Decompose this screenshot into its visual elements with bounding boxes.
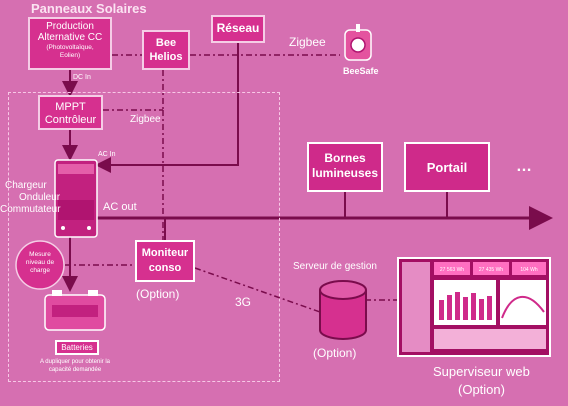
dashboard-tile-2	[473, 262, 509, 275]
dashboard-tile-1	[434, 262, 470, 275]
production-line4: Eolien)	[59, 52, 81, 59]
bornes-line1: Bornes	[324, 151, 366, 165]
portail-box: Portail	[404, 142, 490, 192]
installation-enclosure	[8, 92, 280, 382]
chargeur-line2: Onduleur	[19, 192, 61, 203]
superviseur-line2: (Option)	[458, 382, 505, 397]
mesure-line1: Mesure	[29, 251, 51, 258]
ac-in-label: AC In	[98, 151, 116, 158]
mesure-line3: charge	[30, 267, 50, 274]
line-moniteur-to-serveur	[194, 267, 321, 313]
ellipsis-label: …	[516, 158, 532, 175]
dc-in-label: DC In	[73, 74, 91, 81]
moniteur-conso-box: Moniteur conso	[135, 240, 195, 282]
production-line2: Alternative CC	[37, 32, 103, 43]
chargeur-line1: Chargeur	[5, 180, 47, 191]
chargeur-label: Chargeur Onduleur Commutateur	[0, 180, 61, 216]
batteries-note-line2: capacité demandée	[48, 367, 102, 373]
bee-helios-line1: Bee	[155, 37, 177, 49]
panneaux-solaires-title: Panneaux Solaires	[31, 1, 147, 16]
production-line1: Production	[46, 21, 94, 32]
mppt-line2: Contrôleur	[44, 114, 97, 126]
bee-helios-box: Bee Helios	[142, 30, 190, 70]
zigbee-mid-label: Zigbee	[130, 114, 161, 125]
production-box: Production Alternative CC (Photovoltaïqu…	[28, 17, 112, 70]
mesure-circle	[15, 240, 65, 290]
line-reseau-to-onduleur	[95, 42, 239, 173]
zigbee-top-label: Zigbee	[289, 35, 326, 49]
dashboard-tile-1-value: 27 563 Wh	[439, 267, 465, 273]
batteries-note: A dupliquer pour obtenir la capacité dem…	[20, 358, 130, 374]
mesure-line2: niveau de	[25, 259, 55, 266]
beesafe-label: BeeSafe	[343, 66, 379, 76]
chargeur-line3: Commutateur	[0, 204, 61, 215]
mppt-line1: MPPT	[55, 101, 86, 113]
bornes-lumineuses-box: Bornes lumineuses	[307, 142, 383, 192]
onduleur-device-icon	[54, 159, 98, 238]
dashboard-bars	[439, 292, 492, 320]
dashboard-tile-3	[512, 262, 546, 275]
production-line3: (Photovoltaïque,	[46, 44, 94, 51]
serveur-label: Serveur de gestion	[293, 261, 377, 272]
moniteur-line1: Moniteur	[141, 247, 189, 259]
batteries-box: Batteries	[55, 340, 99, 355]
mesure-label: Mesure niveau de charge	[18, 251, 62, 275]
dashboard-curve	[501, 295, 545, 319]
bornes-line2: lumineuses	[311, 166, 379, 180]
3g-label: 3G	[235, 295, 252, 309]
superviseur-line1: Superviseur web	[433, 364, 530, 379]
database-icon	[319, 280, 367, 340]
option-serveur-label: (Option)	[313, 346, 357, 360]
dashboard-tile-3-value: 104 Wh	[520, 267, 538, 273]
dashboard-screenshot	[397, 257, 551, 357]
batteries-note-line1: A dupliquer pour obtenir la	[39, 359, 111, 365]
reseau-box: Réseau	[211, 15, 265, 43]
ac-out-label: AC out	[103, 201, 137, 213]
option-moniteur-label: (Option)	[136, 287, 180, 301]
mppt-box: MPPT Contrôleur	[38, 95, 103, 130]
dashboard-tile-2-value: 27 435 Wh	[478, 267, 504, 273]
bee-helios-line2: Helios	[149, 51, 183, 63]
beesafe-plug-icon	[344, 24, 372, 61]
moniteur-line2: conso	[148, 262, 182, 274]
battery-icon	[44, 290, 106, 331]
